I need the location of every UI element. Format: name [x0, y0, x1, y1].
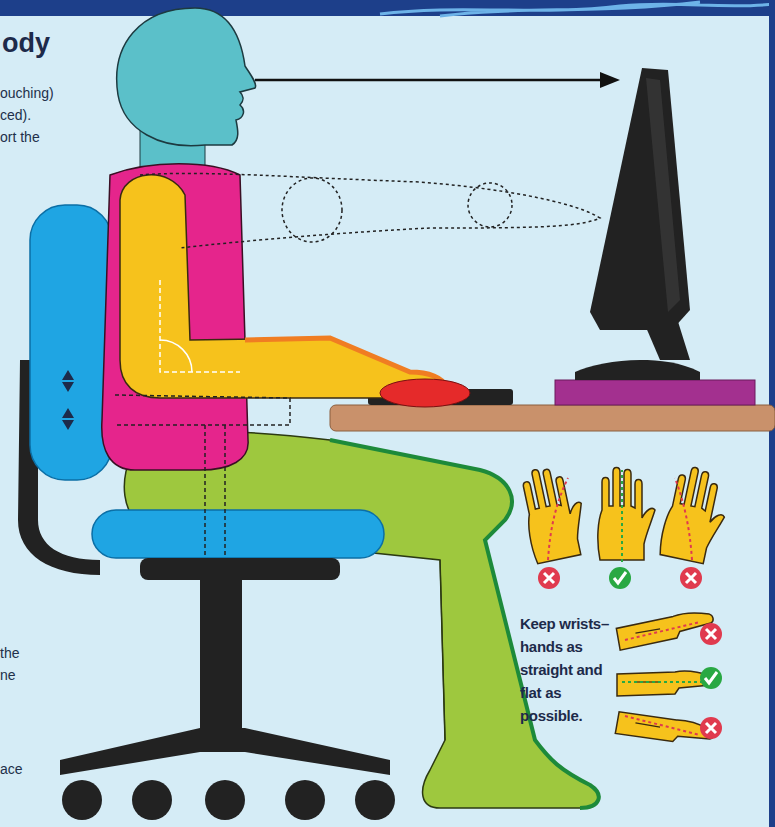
- monitor-base: [575, 360, 700, 380]
- elbow-outline: [282, 178, 342, 242]
- wave-lines: [380, 2, 775, 16]
- seat-plate: [140, 558, 340, 580]
- desk: [330, 405, 775, 431]
- side-text: ort the: [0, 126, 90, 148]
- chair-seat: [92, 510, 384, 558]
- side-text: ouching): [0, 82, 90, 104]
- side-text: the: [0, 642, 60, 664]
- monitor-side: [646, 78, 680, 312]
- angle-arc: [160, 340, 192, 372]
- reach-outline: [140, 173, 600, 248]
- wrist-rest: [380, 379, 470, 407]
- wrist-icons: [615, 609, 722, 750]
- wrist-outline: [468, 183, 512, 227]
- sight-line: [255, 79, 605, 82]
- arrow-head: [600, 72, 620, 88]
- armrest-outline: [115, 395, 290, 555]
- wrist-note: Keep wrists–hands as straight and flat a…: [520, 612, 620, 727]
- heading: ody: [2, 28, 82, 58]
- monitor-riser: [555, 380, 755, 405]
- chair-back: [30, 205, 112, 480]
- side-text: ace: [0, 758, 60, 780]
- side-text: ne: [0, 664, 60, 686]
- hand-icons: [516, 462, 733, 589]
- chair-base: [60, 728, 390, 775]
- angle-guide: [160, 280, 240, 372]
- chair-column: [200, 578, 242, 728]
- chair-wheels: [62, 780, 395, 820]
- side-text: ced).: [0, 104, 90, 126]
- top-band: [0, 0, 775, 16]
- monitor: [590, 68, 690, 330]
- knee-line: [440, 560, 445, 740]
- arm: [120, 175, 445, 398]
- head: [117, 8, 256, 146]
- adjust-arrows: [62, 370, 74, 430]
